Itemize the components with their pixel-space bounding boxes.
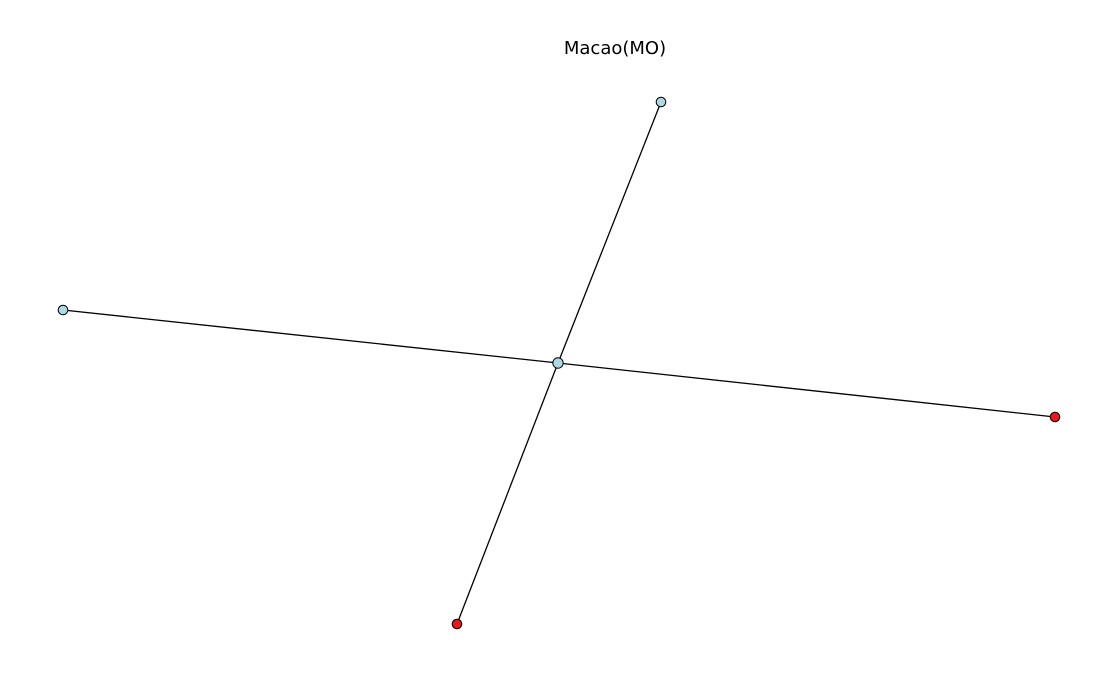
edge-center-top [557,101,662,364]
nodes-layer [57,96,1061,630]
edge-center-bottom [456,362,559,625]
node-right [1049,411,1061,423]
node-top [655,96,667,108]
edges-layer [62,101,1056,625]
edge-center-left [62,309,559,364]
graph-title: Macao(MO) [564,38,666,59]
edge-center-right [557,362,1056,418]
node-bottom [451,618,463,630]
node-center [552,357,564,369]
node-left [57,304,69,316]
